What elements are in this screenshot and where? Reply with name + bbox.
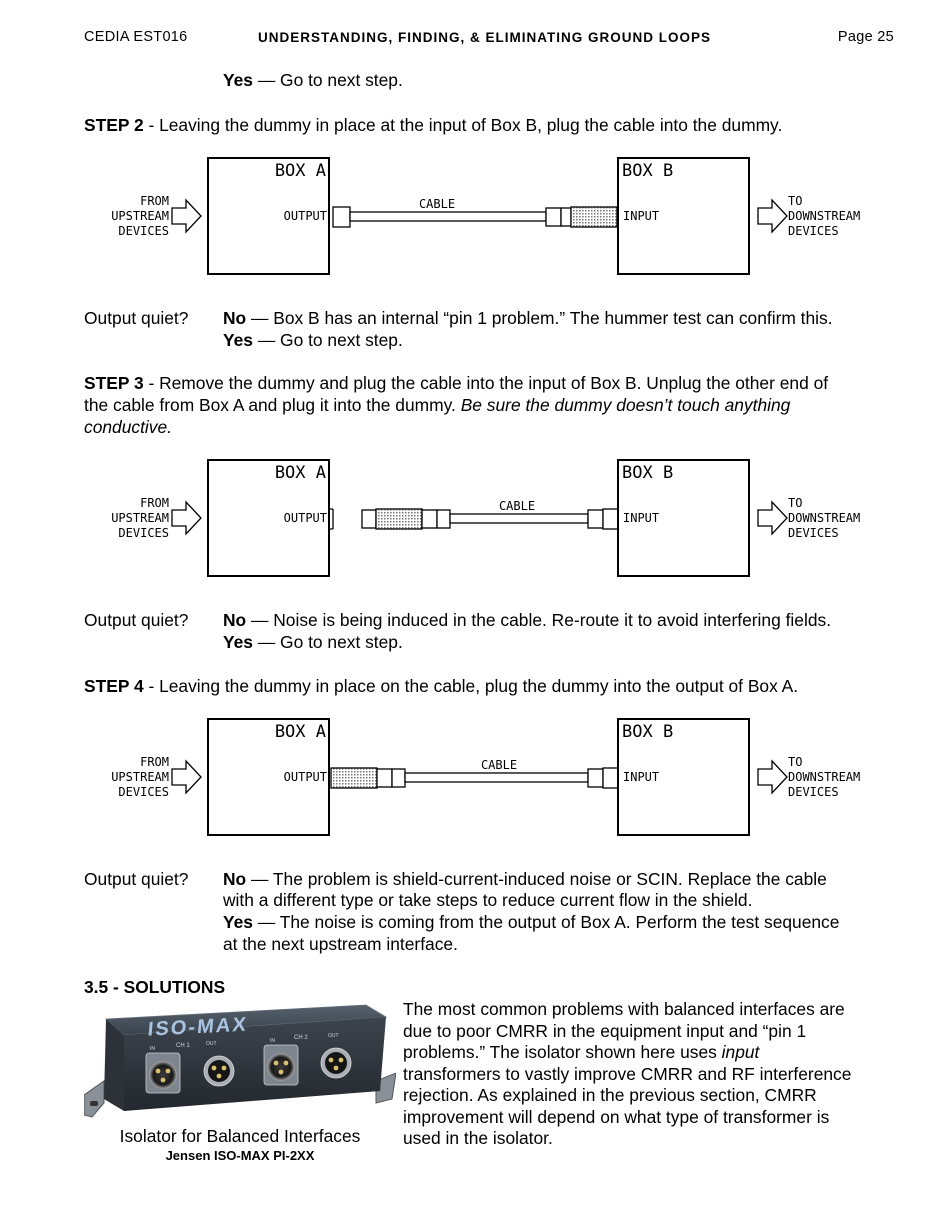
to-label-2: DOWNSTREAM bbox=[788, 209, 860, 223]
to-label-2: DOWNSTREAM bbox=[788, 770, 860, 784]
solutions-paragraph: The most common problems with balanced i… bbox=[403, 999, 852, 1148]
dummy-plug bbox=[361, 509, 377, 529]
result2-label: Output quiet? bbox=[84, 308, 189, 328]
xlr-connector-icon bbox=[145, 1052, 181, 1094]
step3-line1: STEP 3 - Remove the dummy and plug the c… bbox=[84, 373, 829, 393]
ch2-label: CH 2 bbox=[294, 1035, 308, 1041]
header-title: UNDERSTANDING, FINDING, & ELIMINATING GR… bbox=[258, 30, 711, 45]
box-a bbox=[207, 459, 330, 577]
diagram-step2: FROM UPSTREAM DEVICES BOX A OUTPUT CABLE… bbox=[90, 150, 890, 280]
box-b bbox=[617, 459, 750, 577]
to-label-3: DEVICES bbox=[788, 785, 839, 799]
result2-yes: Yes — Go to next step. bbox=[223, 330, 403, 350]
from-label-2: UPSTREAM bbox=[111, 209, 169, 223]
header-doc-id: CEDIA EST016 bbox=[84, 29, 188, 45]
result3-no: No — Noise is being induced in the cable… bbox=[223, 610, 832, 630]
ch2-out-label: OUT bbox=[328, 1033, 339, 1039]
step2-text: STEP 2 - Leaving the dummy in place at t… bbox=[84, 115, 783, 135]
box-b bbox=[617, 157, 750, 275]
downstream-arrow-icon bbox=[757, 759, 788, 795]
ch1-label: CH 1 bbox=[176, 1043, 190, 1049]
upstream-arrow-icon bbox=[171, 198, 202, 234]
from-label-1: FROM bbox=[140, 496, 169, 510]
output-label: OUTPUT bbox=[284, 770, 327, 784]
to-label-3: DEVICES bbox=[788, 224, 839, 238]
input-label: INPUT bbox=[623, 511, 659, 525]
downstream-arrow-icon bbox=[757, 500, 788, 536]
cable-label: CABLE bbox=[419, 197, 455, 211]
from-label-1: FROM bbox=[140, 755, 169, 769]
dummy-plug bbox=[330, 767, 378, 789]
xlr-connector-icon bbox=[263, 1044, 299, 1086]
from-label-3: DEVICES bbox=[118, 526, 169, 540]
cable-label: CABLE bbox=[481, 758, 517, 772]
to-label-2: DOWNSTREAM bbox=[788, 511, 860, 525]
box-a bbox=[207, 157, 330, 275]
diagram-step3: FROM UPSTREAM DEVICES BOX A OUTPUT CABLE… bbox=[90, 452, 890, 582]
box-a bbox=[207, 718, 330, 836]
to-label-1: TO bbox=[788, 755, 802, 769]
step3-line3: conductive. bbox=[84, 417, 172, 437]
box-a-label: BOX A bbox=[275, 722, 326, 742]
isolator-photo: ISO-MAX CH 1 CH 2 IN OUT IN OUT bbox=[83, 999, 397, 1123]
upstream-arrow-icon bbox=[171, 500, 202, 536]
result4-no: No — The problem is shield-current-induc… bbox=[223, 869, 827, 889]
step4-text: STEP 4 - Leaving the dummy in place on t… bbox=[84, 676, 799, 696]
step3-line2: the cable from Box A and plug it into th… bbox=[84, 395, 791, 415]
cable-label: CABLE bbox=[499, 499, 535, 513]
photo-caption-model: Jensen ISO-MAX PI-2XX bbox=[165, 1148, 315, 1163]
input-label: INPUT bbox=[623, 209, 659, 223]
ch2-in-label: IN bbox=[270, 1038, 275, 1044]
step1-yes: Yes — Go to next step. bbox=[223, 70, 403, 90]
cable bbox=[404, 772, 589, 783]
to-label-3: DEVICES bbox=[788, 526, 839, 540]
downstream-arrow-icon bbox=[757, 198, 788, 234]
box-b-label: BOX B bbox=[622, 161, 673, 181]
ch1-out-label: OUT bbox=[206, 1041, 217, 1047]
isolator-brand-logo: ISO-MAX bbox=[147, 1014, 249, 1041]
result4-label: Output quiet? bbox=[84, 869, 189, 889]
photo-caption: Isolator for Balanced Interfaces bbox=[119, 1126, 361, 1146]
diagram-step4: FROM UPSTREAM DEVICES BOX A OUTPUT CABLE… bbox=[90, 711, 890, 841]
result2-no: No — Box B has an internal “pin 1 proble… bbox=[223, 308, 833, 328]
to-label-1: TO bbox=[788, 194, 802, 208]
result4-yes-cont: at the next upstream interface. bbox=[223, 934, 458, 954]
from-label-3: DEVICES bbox=[118, 224, 169, 238]
cable bbox=[349, 211, 547, 222]
input-label: INPUT bbox=[623, 770, 659, 784]
xlr-connector-icon bbox=[320, 1047, 352, 1079]
cable bbox=[449, 513, 589, 524]
header-page-number: Page 25 bbox=[837, 29, 894, 45]
from-label-2: UPSTREAM bbox=[111, 770, 169, 784]
box-b-label: BOX B bbox=[622, 463, 673, 483]
box-a-label: BOX A bbox=[275, 463, 326, 483]
dummy-plug bbox=[560, 207, 572, 227]
box-b-label: BOX B bbox=[622, 722, 673, 742]
upstream-arrow-icon bbox=[171, 759, 202, 795]
output-label: OUTPUT bbox=[284, 511, 327, 525]
result3-label: Output quiet? bbox=[84, 610, 189, 630]
section-heading-solutions: 3.5 - SOLUTIONS bbox=[84, 977, 226, 997]
from-label-1: FROM bbox=[140, 194, 169, 208]
xlr-connector-icon bbox=[203, 1055, 235, 1087]
result4-yes: Yes — The noise is coming from the outpu… bbox=[223, 912, 840, 932]
box-b bbox=[617, 718, 750, 836]
ch1-in-label: IN bbox=[150, 1046, 155, 1052]
from-label-2: UPSTREAM bbox=[111, 511, 169, 525]
result3-yes: Yes — Go to next step. bbox=[223, 632, 403, 652]
from-label-3: DEVICES bbox=[118, 785, 169, 799]
to-label-1: TO bbox=[788, 496, 802, 510]
result4-no-cont: with a different type or take steps to r… bbox=[223, 890, 753, 910]
output-label: OUTPUT bbox=[284, 209, 327, 223]
box-a-label: BOX A bbox=[275, 161, 326, 181]
